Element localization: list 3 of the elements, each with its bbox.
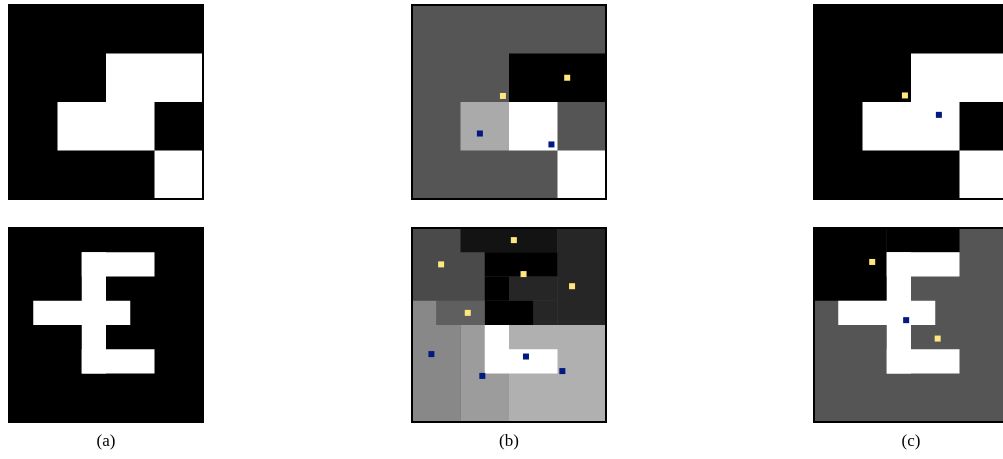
panel-label: (b) xyxy=(499,432,519,449)
panel-label: (c) xyxy=(901,432,921,449)
panel-label: (a) xyxy=(96,432,116,449)
